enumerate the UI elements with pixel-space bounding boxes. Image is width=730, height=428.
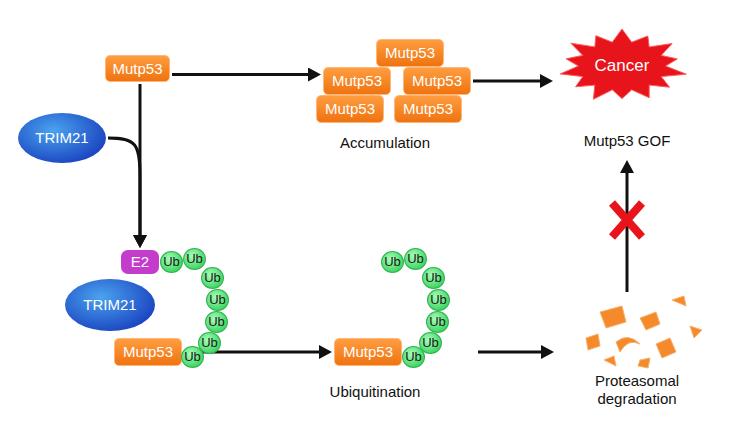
protein-box: Mutp53 xyxy=(105,55,170,82)
node-text: Ub xyxy=(425,271,442,286)
node-text: Ub xyxy=(186,252,203,267)
node-text: Mutp53 xyxy=(332,72,382,89)
protein-box: Mutp53 xyxy=(114,338,182,366)
protein-box: Mutp53 xyxy=(316,95,384,123)
ligase-ellipse: TRIM21 xyxy=(65,279,155,331)
caption-label: Mutp53 GOF xyxy=(567,132,687,150)
ubiquitin-circle: Ub xyxy=(201,267,224,289)
degradation-arrow xyxy=(478,351,542,354)
ubiquitin-circle: Ub xyxy=(426,311,449,333)
enzyme-box: E2 xyxy=(121,250,159,274)
protein-box: Mutp53 xyxy=(334,338,402,366)
ubiquitin-circle: Ub xyxy=(183,248,206,270)
node-text: Ub xyxy=(163,255,180,270)
protein-box: Mutp53 xyxy=(376,39,444,67)
ubiquitin-circle: Ub xyxy=(160,251,183,273)
node-text: E2 xyxy=(131,253,149,270)
star-outline xyxy=(560,29,686,99)
cancer-star: Cancer xyxy=(555,28,689,104)
ubiquitin-circle: Ub xyxy=(205,311,228,333)
ubiquitin-circle: Ub xyxy=(402,346,425,368)
ubiquitin-circle: Ub xyxy=(427,289,450,311)
flow-arrow xyxy=(172,73,309,76)
node-text: Ub xyxy=(430,293,447,308)
protein-box: Mutp53 xyxy=(394,95,462,123)
node-text: Mutp53 xyxy=(385,44,435,61)
caption-label: Proteasomal degradation xyxy=(585,372,689,408)
node-text: Mutp53 xyxy=(412,72,462,89)
node-text: TRIM21 xyxy=(83,296,136,313)
node-text: Mutp53 xyxy=(325,100,375,117)
node-text: Ub xyxy=(407,252,424,267)
ubiquitin-circle: Ub xyxy=(404,248,427,270)
caption-label: Accumulation xyxy=(320,134,450,152)
ubiquitin-circle: Ub xyxy=(381,251,404,273)
flow-arrow xyxy=(108,138,140,236)
node-text: Ub xyxy=(405,350,422,365)
caption-label: Ubiquitination xyxy=(310,383,440,401)
node-text: Mutp53 xyxy=(403,100,453,117)
block-cross xyxy=(612,203,642,237)
node-text: Ub xyxy=(384,255,401,270)
ubiquitin-circle: Ub xyxy=(181,346,204,368)
protein-box: Mutp53 xyxy=(323,67,391,95)
node-text: Cancer xyxy=(595,56,650,76)
protein-box: Mutp53 xyxy=(403,67,471,95)
node-text: Ub xyxy=(201,336,218,351)
ubiquitin-circle: Ub xyxy=(422,267,445,289)
protein-fragments xyxy=(586,296,702,368)
node-text: Mutp53 xyxy=(112,60,162,77)
node-text: Ub xyxy=(209,293,226,308)
blocked-arrow xyxy=(626,172,629,292)
node-text: Ub xyxy=(429,315,446,330)
flow-arrow xyxy=(473,80,541,83)
node-text: TRIM21 xyxy=(35,129,88,146)
node-text: Ub xyxy=(184,350,201,365)
node-text: Ub xyxy=(422,336,439,351)
node-text: Ub xyxy=(204,271,221,286)
node-text: Mutp53 xyxy=(343,343,393,360)
node-text: Ub xyxy=(208,315,225,330)
ubiquitin-circle: Ub xyxy=(206,289,229,311)
ligase-ellipse: TRIM21 xyxy=(18,113,106,163)
node-text: Mutp53 xyxy=(123,343,173,360)
